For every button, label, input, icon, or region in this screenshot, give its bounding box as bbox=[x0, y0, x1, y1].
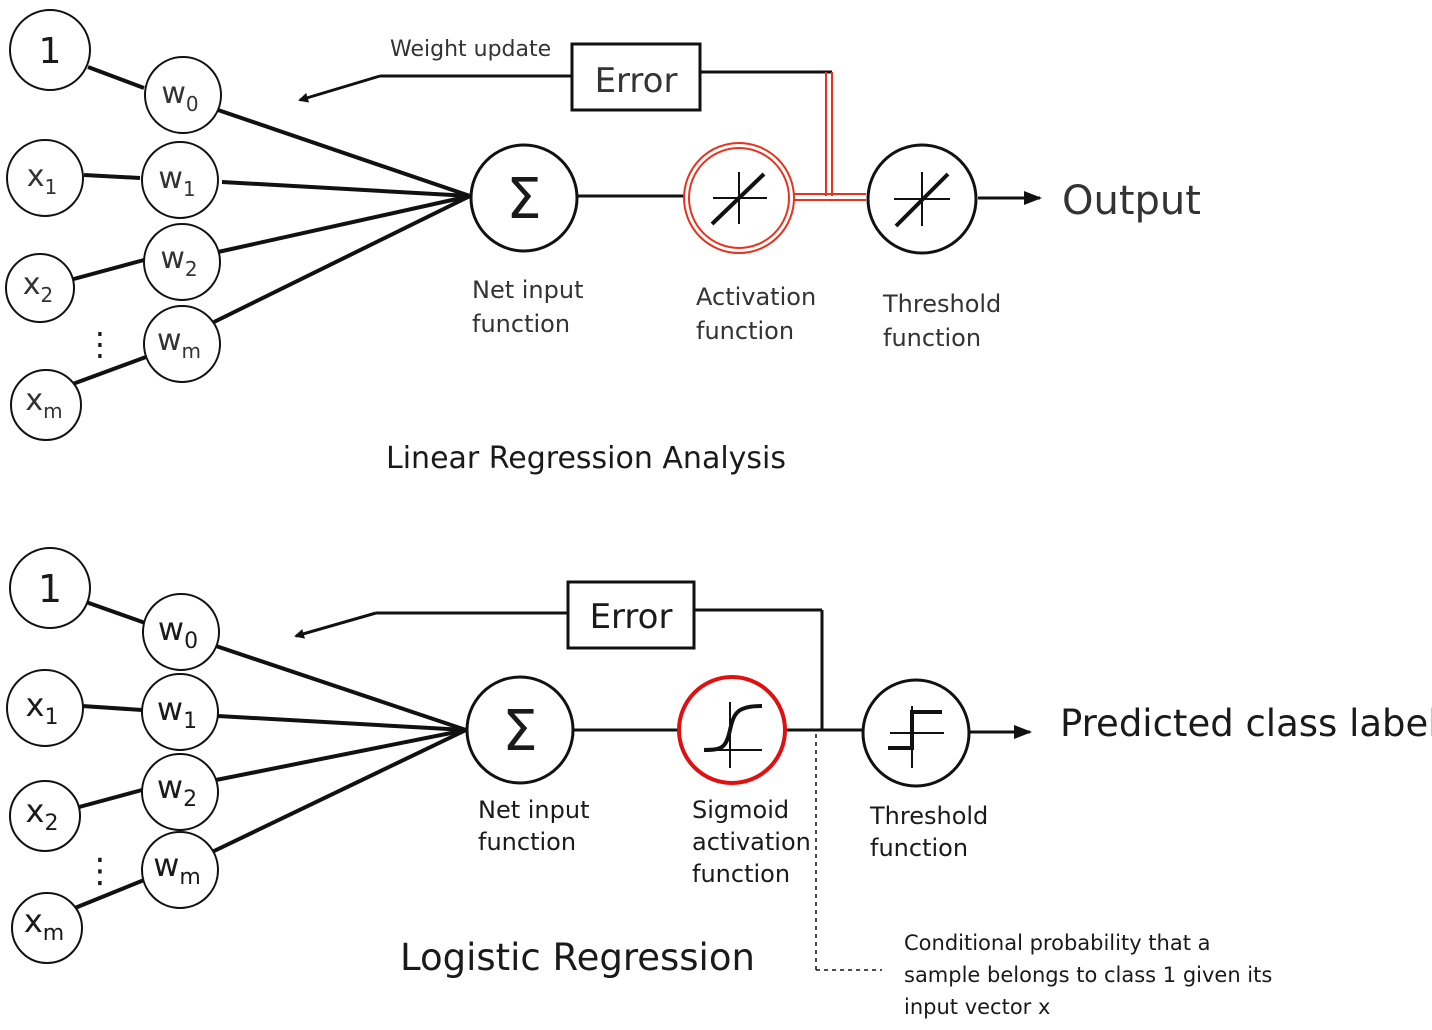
input-x2-node: x2 bbox=[5, 253, 75, 323]
weight-w2-node: w2 bbox=[143, 223, 221, 301]
xm-sub: m bbox=[43, 399, 62, 423]
svg-text:w2: w2 bbox=[157, 768, 197, 812]
edge-bias-w0-b bbox=[85, 600, 149, 626]
edge-wm-sum bbox=[213, 194, 471, 324]
edge-w0-sum-b bbox=[215, 644, 467, 732]
x1-sub: 1 bbox=[45, 175, 58, 199]
edge-w2-sum-b bbox=[215, 728, 467, 782]
output-label: Output bbox=[1062, 178, 1201, 224]
error-box: Error bbox=[570, 42, 702, 112]
logistic-regression-section: 1 x1 x2 ⋮ xm w0 w1 w2 wm bbox=[6, 547, 1432, 1019]
sigmoid-activation-node bbox=[677, 675, 787, 785]
input-x1-node: x1 bbox=[6, 139, 84, 217]
net-input-sum-node: Σ bbox=[469, 143, 579, 253]
weight-wm-node: wm bbox=[143, 305, 221, 383]
x2-sub: 2 bbox=[41, 283, 54, 307]
edge-xm-wm-b bbox=[69, 878, 145, 912]
svg-text:w0: w0 bbox=[161, 76, 198, 116]
logistic-regression-title: Logistic Regression bbox=[400, 936, 755, 979]
edge-xm-wm bbox=[69, 355, 147, 387]
edge-x2-w2-b bbox=[67, 788, 143, 812]
edge-x1-w1-b bbox=[81, 704, 143, 712]
linear-activation-icon bbox=[710, 172, 766, 226]
svg-text:1: 1 bbox=[38, 567, 62, 611]
weight-w1-node-b: w1 bbox=[141, 673, 219, 751]
error-label: Error bbox=[595, 61, 678, 101]
input-xm-node: xm bbox=[10, 369, 82, 441]
edge-wm-sum-b bbox=[211, 728, 467, 854]
weight-w1-node: w1 bbox=[141, 141, 219, 219]
weight-update-arrow bbox=[298, 74, 381, 103]
svg-text:xm: xm bbox=[24, 902, 64, 946]
threshold-node bbox=[866, 143, 978, 255]
weight-wm-node-b: wm bbox=[141, 831, 219, 909]
svg-text:Σ: Σ bbox=[502, 699, 537, 764]
input-ellipsis-b: ⋮ bbox=[83, 851, 117, 891]
input-x1-node-b: x1 bbox=[6, 669, 84, 747]
activation-node bbox=[683, 142, 795, 254]
svg-text:wm: wm bbox=[157, 323, 201, 363]
weight-update-label: Weight update bbox=[390, 37, 551, 62]
svg-text:w2: w2 bbox=[160, 241, 197, 281]
x2-base: x bbox=[23, 267, 41, 302]
xm-base: x bbox=[25, 383, 43, 418]
input-bias-label: 1 bbox=[39, 31, 62, 72]
weight-w0-node-b: w0 bbox=[142, 593, 220, 671]
edge-x1-w1 bbox=[83, 173, 141, 180]
net-input-sum-node-b: Σ bbox=[465, 675, 575, 785]
svg-text:w0: w0 bbox=[158, 610, 198, 654]
svg-text:x2: x2 bbox=[26, 792, 59, 836]
activation-to-error-red-link bbox=[794, 72, 866, 201]
threshold-icon bbox=[894, 172, 950, 228]
linear-regression-title: Linear Regression Analysis bbox=[386, 441, 786, 476]
input-x2-node-b: x2 bbox=[9, 780, 81, 852]
linear-regression-section: 1 x1 x2 ⋮ xm w0 w1 w2 wm bbox=[5, 9, 1201, 476]
input-bias-node-b: 1 bbox=[9, 547, 91, 629]
svg-text:xm: xm bbox=[25, 383, 62, 423]
weight-w2-node-b: w2 bbox=[141, 753, 219, 831]
threshold-node-b bbox=[861, 678, 971, 788]
x1-base: x bbox=[27, 159, 45, 194]
weight-update-arrow-b bbox=[294, 611, 377, 639]
svg-text:w1: w1 bbox=[158, 161, 195, 201]
weight-w0-node: w0 bbox=[144, 56, 222, 134]
input-bias-node: 1 bbox=[9, 9, 91, 91]
edge-bias-w0 bbox=[87, 65, 145, 90]
svg-text:w1: w1 bbox=[157, 690, 197, 734]
svg-text:Error: Error bbox=[590, 597, 673, 637]
edge-w2-sum bbox=[217, 194, 471, 254]
sigmoid-curve-icon bbox=[703, 704, 763, 752]
step-function-icon bbox=[888, 710, 942, 750]
edge-w1-sum bbox=[221, 180, 471, 198]
svg-text:x1: x1 bbox=[27, 159, 58, 199]
svg-text:wm: wm bbox=[153, 846, 201, 890]
svg-text:x2: x2 bbox=[23, 267, 54, 307]
edge-w0-sum bbox=[217, 108, 471, 198]
sigma-symbol: Σ bbox=[506, 167, 541, 232]
input-ellipsis: ⋮ bbox=[84, 325, 116, 363]
input-xm-node-b: xm bbox=[11, 892, 83, 964]
predicted-class-label: Predicted class label bbox=[1060, 702, 1432, 745]
svg-text:x1: x1 bbox=[26, 686, 59, 730]
error-box-b: Error bbox=[566, 580, 696, 650]
edge-w1-sum-b bbox=[217, 714, 467, 732]
edge-x2-w2 bbox=[69, 258, 145, 282]
